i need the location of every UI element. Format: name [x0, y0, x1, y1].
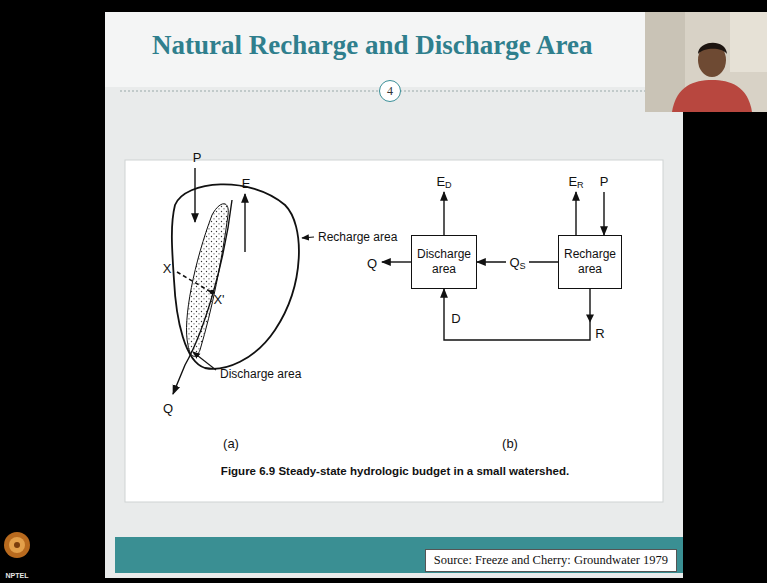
flux-label: Q	[163, 401, 173, 416]
slide-title: Natural Recharge and Discharge Area	[152, 30, 592, 61]
flux-arrow	[382, 261, 411, 262]
node-text: Recharge area	[564, 247, 616, 277]
slide	[105, 12, 683, 578]
edge-label: QS	[506, 255, 528, 270]
flow-connector	[444, 289, 590, 340]
footer-bar	[115, 537, 683, 573]
node-text: 4	[387, 84, 393, 99]
flux-label: D	[451, 311, 460, 326]
flux-label: P	[193, 150, 202, 165]
title-band	[105, 12, 683, 87]
process-box: Discharge area	[411, 235, 477, 289]
area-label: Discharge area	[220, 367, 301, 381]
point-label: X	[163, 261, 172, 276]
flux-arrow	[575, 192, 576, 235]
flux-label: ER	[568, 174, 583, 189]
figure-caption: Figure 6.9 Steady-state hydrologic budge…	[221, 465, 569, 477]
panel-label: (b)	[502, 436, 518, 451]
flux-label: R	[595, 326, 604, 341]
process-box: Recharge area	[558, 235, 622, 289]
flux-label: E	[242, 176, 251, 191]
node-text: Source: Freeze and Cherry: Groundwater 1…	[434, 553, 668, 568]
page-number-circle: 4	[379, 80, 401, 102]
flux-label: P	[600, 174, 609, 189]
figure-panel	[125, 160, 663, 502]
watershed-illustration	[172, 168, 314, 394]
point-label: X'	[213, 292, 224, 307]
nptel-logo	[4, 532, 30, 558]
area-label: Recharge area	[318, 230, 397, 244]
panel-label: (a)	[223, 436, 239, 451]
flux-label: ED	[436, 174, 451, 189]
node-text: Discharge area	[417, 247, 471, 277]
flux-arrow	[443, 192, 444, 235]
flux-arrow	[603, 192, 604, 235]
webcam-overlay	[645, 12, 767, 112]
source-box: Source: Freeze and Cherry: Groundwater 1…	[425, 549, 677, 572]
flow-arrowhead	[586, 315, 594, 323]
logo-text: NPTEL	[6, 572, 29, 579]
flux-label: Q	[367, 256, 377, 271]
